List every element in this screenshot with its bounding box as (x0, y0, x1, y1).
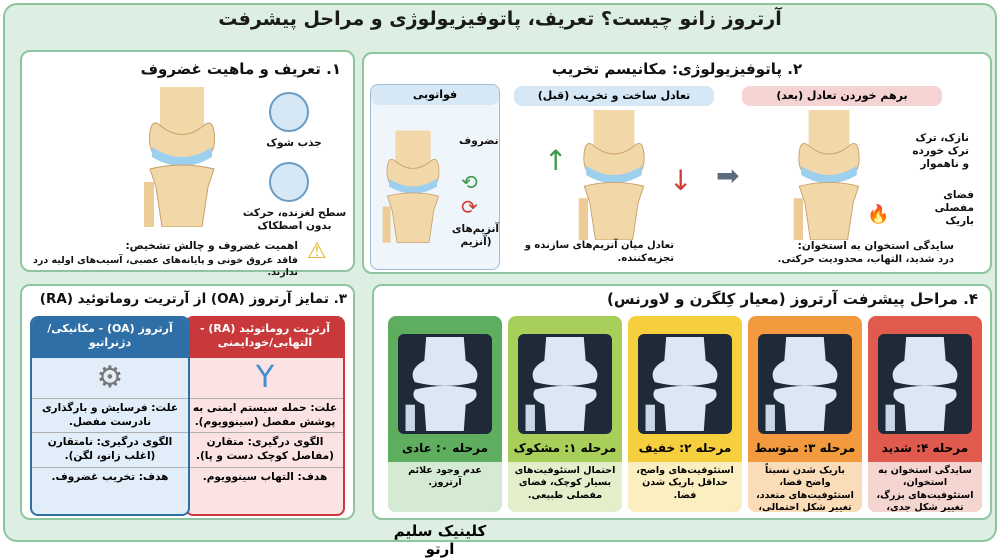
after-caption-title: سایدگی استخوان به استخوان: (797, 240, 954, 252)
oa-pattern: الگوی درگیری: نامتقارن (اغلب زانو، لگن). (32, 432, 188, 466)
stage-label: مرحله ۲: خفیف (638, 441, 732, 455)
stage-description: احتمال استئوفیت‌های بسیار کوچک، فضای مفص… (508, 462, 622, 512)
smooth-surface-label: سطح لغزنده، حرکت بدون اصطکاک (242, 207, 347, 233)
green-arrow-icon: ⟲ (461, 170, 478, 194)
stage-card: مرحله ۴: شدید سایدگی استخوان به استخوان، … (868, 316, 982, 512)
balance-arrows-icon: ↑ (544, 144, 568, 177)
stage-xray-image (758, 334, 852, 434)
clinic-name: کلینیک سلیم ارتو (393, 522, 487, 558)
after-header: برهم خوردن تعادل (بعد) (742, 86, 942, 106)
stage-card: مرحله ۱: مشکوک احتمال استئوفیت‌های بسیار … (508, 316, 622, 512)
warning-text: فاقد عروق خونی و پایانه‌های عصبی، آسیب‌ه… (32, 255, 298, 278)
oa-column: آرتروز (OA) - مکانیکی/دژنراتیو ⚙ علت: فر… (30, 316, 190, 516)
cartilage-label: نضروف (459, 135, 499, 147)
page-title: آرتروز زانو چیست؟ تعریف، پاتوفیزیولوژی و… (218, 8, 782, 30)
stage-label: مرحله ۳: متوسط (754, 441, 856, 455)
narrow-joint-space-label: فضای مفصلی باریک (934, 189, 974, 228)
section-oa-vs-ra: ۳. تمایز آرتروز (OA) از آرتریت روماتوئید… (20, 284, 355, 520)
oa-target: هدف: تخریب غضروف. (32, 466, 188, 488)
stage-label: مرحله ۴: شدید (881, 441, 969, 455)
section-pathophysiology: ۲. پاتوفیزیولوژی: مکانیسم تخریب فواتوبی … (362, 52, 992, 274)
oa-cause: علت: فرسایش و بارگذاری نادرست مفصل. (32, 398, 188, 432)
after-knee-illustration (779, 110, 879, 240)
inflammation-fire-icon: 🔥 (867, 204, 890, 225)
knee-anatomy-illustration (127, 87, 237, 227)
stage-description: باریک شدن نسبتاً واضح فضا، استئوفیت‌های … (748, 462, 862, 512)
legend-header: فواتوبی (371, 85, 499, 105)
stage-card: مرحله ۳: متوسط باریک شدن نسبتاً واضح فضا،… (748, 316, 862, 512)
stage-card: مرحله ۰: عادی عدم وجود علائم آرتروز. (388, 316, 502, 512)
before-knee-illustration (564, 110, 664, 240)
legend-box: فواتوبی نضروف ⟲ ⟳ آنزیم‌های (آنزیم (370, 84, 500, 270)
before-header: تعادل ساخت و تخریب (قبل) (514, 86, 714, 106)
shock-absorption-label: جذب شوک (266, 137, 322, 149)
section-cartilage-definition: ۱. تعریف و ماهیت غضروف جذب شوک سطح لغزند… (20, 50, 355, 278)
ra-target: هدف: التهاب سینوویوم. (187, 466, 343, 488)
antibody-icon: Y (255, 360, 275, 395)
enzymes-label: آنزیم‌های (آنزیم (451, 223, 499, 249)
red-arrow-icon: ⟳ (461, 195, 478, 219)
warning-icon: ⚠ (307, 239, 327, 264)
section1-title: ۱. تعریف و ماهیت غضروف (140, 60, 341, 78)
section4-title: ۴. مراحل پیشرفت آرتروز (معیار کِلگرن و ل… (607, 290, 978, 308)
stage-label: مرحله ۱: مشکوک (513, 441, 617, 455)
ra-cause: علت: حمله سیستم ایمنی به پوشش مفصل (سینو… (187, 398, 343, 432)
stage-description: عدم وجود علائم آرتروز. (388, 462, 502, 512)
layers-icon (269, 162, 309, 202)
transition-arrow-icon: ➡ (716, 159, 740, 192)
stage-description: سایدگی استخوان به استخوان، استئوفیت‌های … (868, 462, 982, 512)
warning-title: اهمیت غضروف و چالش تشخیص: (125, 240, 298, 252)
stage-xray-image (638, 334, 732, 434)
stage-xray-image (518, 334, 612, 434)
stage-xray-image (398, 334, 492, 434)
stage-label: مرحله ۰: عادی (401, 441, 489, 455)
balance-arrows-down-icon: ↓ (669, 164, 693, 197)
oa-header: آرتروز (OA) - مکانیکی/دژنراتیو (32, 318, 188, 358)
stage-xray-image (878, 334, 972, 434)
stage-description: استئوفیت‌های واضح، حداقل باریک شدن فضا. (628, 462, 742, 512)
ra-header: آرتریت روماتوئید (RA) - التهابی/خودایمنی (187, 318, 343, 358)
before-caption: تعادل میان آنزیم‌های سازنده و تجزیه‌کنند… (524, 240, 674, 264)
stage-card: مرحله ۲: خفیف استئوفیت‌های واضح، حداقل با… (628, 316, 742, 512)
section3-title: ۳. تمایز آرتروز (OA) از آرتریت روماتوئید… (39, 291, 347, 307)
legend-knee-illustration (373, 109, 453, 264)
spring-icon (269, 92, 309, 132)
ra-column: آرتریت روماتوئید (RA) - التهابی/خودایمنی… (185, 316, 345, 516)
section2-title: ۲. پاتوفیزیولوژی: مکانیسم تخریب (551, 60, 803, 78)
gear-icon: ⚙ (96, 360, 124, 395)
ra-pattern: الگوی درگیری: متقارن (مفاصل کوچک دست و پ… (187, 432, 343, 466)
after-caption: درد شدید، التهاب، محدودیت حرکتی. (777, 254, 954, 265)
section-oa-stages: ۴. مراحل پیشرفت آرتروز (معیار کِلگرن و ل… (372, 284, 992, 520)
damaged-cartilage-label: نازک، ترک ترک خورده و ناهموار (912, 132, 969, 171)
